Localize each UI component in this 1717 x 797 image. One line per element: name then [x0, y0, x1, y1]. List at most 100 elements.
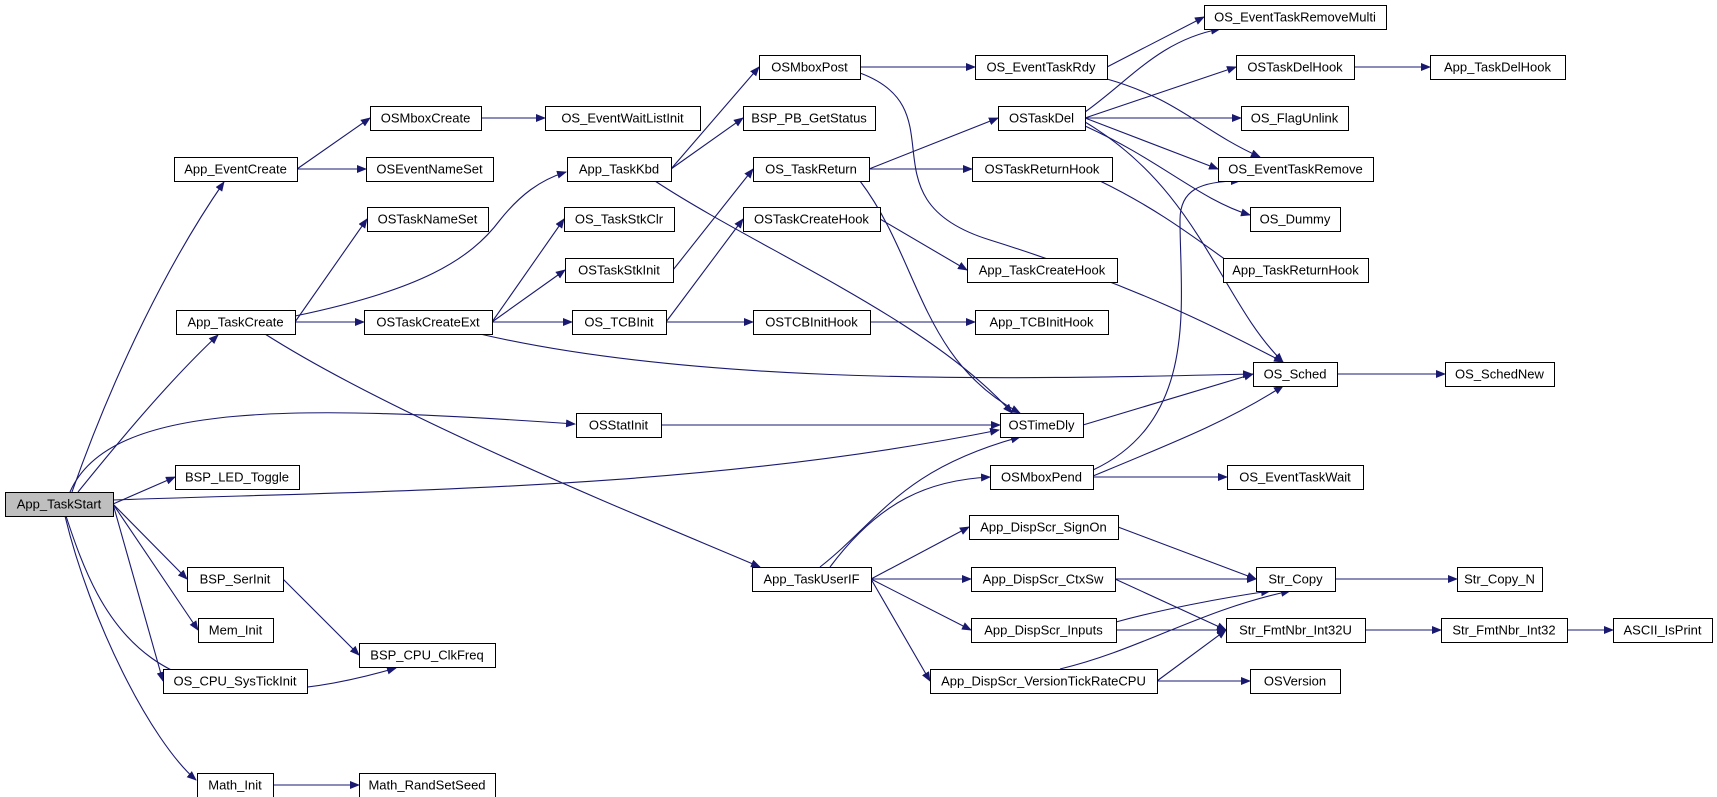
node-label: OS_EventTaskWait — [1239, 470, 1351, 485]
node-box — [743, 106, 876, 131]
node-label: OS_FlagUnlink — [1251, 111, 1339, 126]
edge-App_TaskStart-to-BSP_CPU_ClkFreq — [65, 515, 397, 691]
node-label: App_TaskStart — [17, 497, 102, 512]
edge-App_TaskStart-to-App_TaskCreate — [77, 334, 219, 493]
node-OSTimeDly[interactable]: OSTimeDly — [1000, 413, 1084, 438]
node-box — [752, 567, 872, 592]
node-OSMboxCreate[interactable]: OSMboxCreate — [370, 106, 482, 131]
node-label: App_TaskDelHook — [1444, 60, 1551, 75]
edge-App_TaskUserIF-to-App_DispScr_SignOn — [870, 526, 970, 580]
node-box — [1227, 465, 1364, 490]
node-box — [1250, 207, 1341, 232]
node-App_DispScr_SignOn[interactable]: App_DispScr_SignOn — [969, 515, 1119, 540]
node-OSTaskReturnHook[interactable]: OSTaskReturnHook — [972, 157, 1113, 182]
node-OS_EventTaskRemove[interactable]: OS_EventTaskRemove — [1218, 157, 1374, 182]
node-label: OSStatInit — [589, 418, 649, 433]
node-OS_FlagUnlink[interactable]: OS_FlagUnlink — [1241, 106, 1349, 131]
node-App_TaskKbd[interactable]: App_TaskKbd — [567, 157, 672, 182]
node-App_TaskDelHook[interactable]: App_TaskDelHook — [1430, 55, 1566, 80]
node-App_EventCreate[interactable]: App_EventCreate — [174, 157, 298, 182]
node-BSP_LED_Toggle[interactable]: BSP_LED_Toggle — [175, 465, 300, 490]
node-label: OS_TaskStkClr — [575, 212, 664, 227]
node-App_TaskStart[interactable]: App_TaskStart — [5, 492, 114, 517]
node-App_DispScr_VersionTickRateCPU[interactable]: App_DispScr_VersionTickRateCPU — [930, 669, 1158, 694]
node-label: App_EventCreate — [184, 162, 287, 177]
node-label: App_TaskUserIF — [763, 572, 859, 587]
node-OS_Sched[interactable]: OS_Sched — [1253, 362, 1338, 387]
edge-App_TaskStart-to-BSP_SerInit — [112, 503, 188, 580]
node-OSTCBInitHook[interactable]: OSTCBInitHook — [753, 310, 871, 335]
node-OS_SchedNew[interactable]: OS_SchedNew — [1445, 362, 1555, 387]
node-OS_EventTaskRdy[interactable]: OS_EventTaskRdy — [975, 55, 1108, 80]
node-label: OSTaskDel — [1009, 111, 1074, 126]
node-BSP_SerInit[interactable]: BSP_SerInit — [187, 567, 284, 592]
node-OS_EventWaitListInit[interactable]: OS_EventWaitListInit — [545, 106, 701, 131]
node-label: OSTaskNameSet — [378, 212, 478, 227]
node-App_DispScr_Inputs[interactable]: App_DispScr_Inputs — [971, 618, 1117, 643]
node-Mem_Init[interactable]: Mem_Init — [198, 618, 274, 643]
node-OS_TaskReturn[interactable]: OS_TaskReturn — [753, 157, 870, 182]
node-box — [572, 310, 667, 335]
node-Str_Copy_N[interactable]: Str_Copy_N — [1457, 567, 1543, 592]
node-OSTaskStkInit[interactable]: OSTaskStkInit — [565, 258, 674, 283]
edge-App_TaskUserIF-to-App_DispScr_Inputs — [870, 578, 972, 631]
node-box — [975, 55, 1108, 80]
node-OS_EventTaskRemoveMulti[interactable]: OS_EventTaskRemoveMulti — [1204, 5, 1387, 30]
node-box — [1223, 258, 1369, 283]
node-box — [759, 55, 861, 80]
node-OSTaskDelHook[interactable]: OSTaskDelHook — [1236, 55, 1355, 80]
node-box — [967, 258, 1118, 283]
node-OSTaskNameSet[interactable]: OSTaskNameSet — [367, 207, 489, 232]
node-box — [176, 310, 296, 335]
node-OS_CPU_SysTickInit[interactable]: OS_CPU_SysTickInit — [163, 669, 308, 694]
node-box — [364, 310, 493, 335]
edge-OS_EventTaskRdy-to-OS_EventTaskRemove — [1106, 78, 1261, 158]
node-OSTaskDel[interactable]: OSTaskDel — [998, 106, 1086, 131]
node-OSMboxPend[interactable]: OSMboxPend — [990, 465, 1094, 490]
node-OSMboxPost[interactable]: OSMboxPost — [759, 55, 861, 80]
node-OS_Dummy[interactable]: OS_Dummy — [1250, 207, 1341, 232]
node-label: BSP_LED_Toggle — [185, 470, 289, 485]
edge-OSMboxPost-to-OS_Sched — [859, 72, 1284, 363]
node-BSP_CPU_ClkFreq[interactable]: BSP_CPU_ClkFreq — [359, 643, 496, 668]
node-box — [576, 413, 662, 438]
edge-App_TaskKbd-to-OSMboxPost — [670, 66, 760, 170]
node-OS_TaskStkClr[interactable]: OS_TaskStkClr — [564, 207, 675, 232]
node-box — [743, 207, 881, 232]
node-box — [753, 310, 871, 335]
node-OS_TCBInit[interactable]: OS_TCBInit — [572, 310, 667, 335]
node-Math_Init[interactable]: Math_Init — [197, 773, 274, 797]
node-App_TaskUserIF[interactable]: App_TaskUserIF — [752, 567, 872, 592]
node-box — [366, 157, 494, 182]
edge-App_TaskStart-to-App_EventCreate — [71, 181, 225, 493]
node-App_TCBInitHook[interactable]: App_TCBInitHook — [975, 310, 1109, 335]
node-App_TaskReturnHook[interactable]: App_TaskReturnHook — [1223, 258, 1369, 283]
node-ASCII_IsPrint[interactable]: ASCII_IsPrint — [1613, 618, 1713, 643]
node-App_TaskCreateHook[interactable]: App_TaskCreateHook — [967, 258, 1118, 283]
node-Str_Copy[interactable]: Str_Copy — [1256, 567, 1336, 592]
node-label: OSEventNameSet — [376, 162, 483, 177]
node-App_TaskCreate[interactable]: App_TaskCreate — [176, 310, 296, 335]
node-label: OSTaskCreateExt — [376, 315, 480, 330]
node-OSTaskCreateHook[interactable]: OSTaskCreateHook — [743, 207, 881, 232]
node-box — [545, 106, 701, 131]
node-box — [567, 157, 672, 182]
node-App_DispScr_CtxSw[interactable]: App_DispScr_CtxSw — [971, 567, 1116, 592]
node-box — [971, 567, 1116, 592]
node-box — [1613, 618, 1713, 643]
node-OSTaskCreateExt[interactable]: OSTaskCreateExt — [364, 310, 493, 335]
node-Str_FmtNbr_Int32U[interactable]: Str_FmtNbr_Int32U — [1226, 618, 1366, 643]
node-BSP_PB_GetStatus[interactable]: BSP_PB_GetStatus — [743, 106, 876, 131]
node-Str_FmtNbr_Int32[interactable]: Str_FmtNbr_Int32 — [1441, 618, 1568, 643]
node-label: OS_SchedNew — [1455, 367, 1544, 382]
node-OSEventNameSet[interactable]: OSEventNameSet — [366, 157, 494, 182]
node-OSVersion[interactable]: OSVersion — [1250, 669, 1341, 694]
node-label: OSTaskDelHook — [1247, 60, 1343, 75]
node-OS_EventTaskWait[interactable]: OS_EventTaskWait — [1227, 465, 1364, 490]
node-Math_RandSetSeed[interactable]: Math_RandSetSeed — [359, 773, 496, 797]
node-label: App_DispScr_CtxSw — [983, 572, 1104, 587]
edge-App_TaskCreate-to-App_TaskUserIF — [264, 333, 761, 568]
node-OSStatInit[interactable]: OSStatInit — [576, 413, 662, 438]
node-label: BSP_PB_GetStatus — [751, 111, 867, 126]
